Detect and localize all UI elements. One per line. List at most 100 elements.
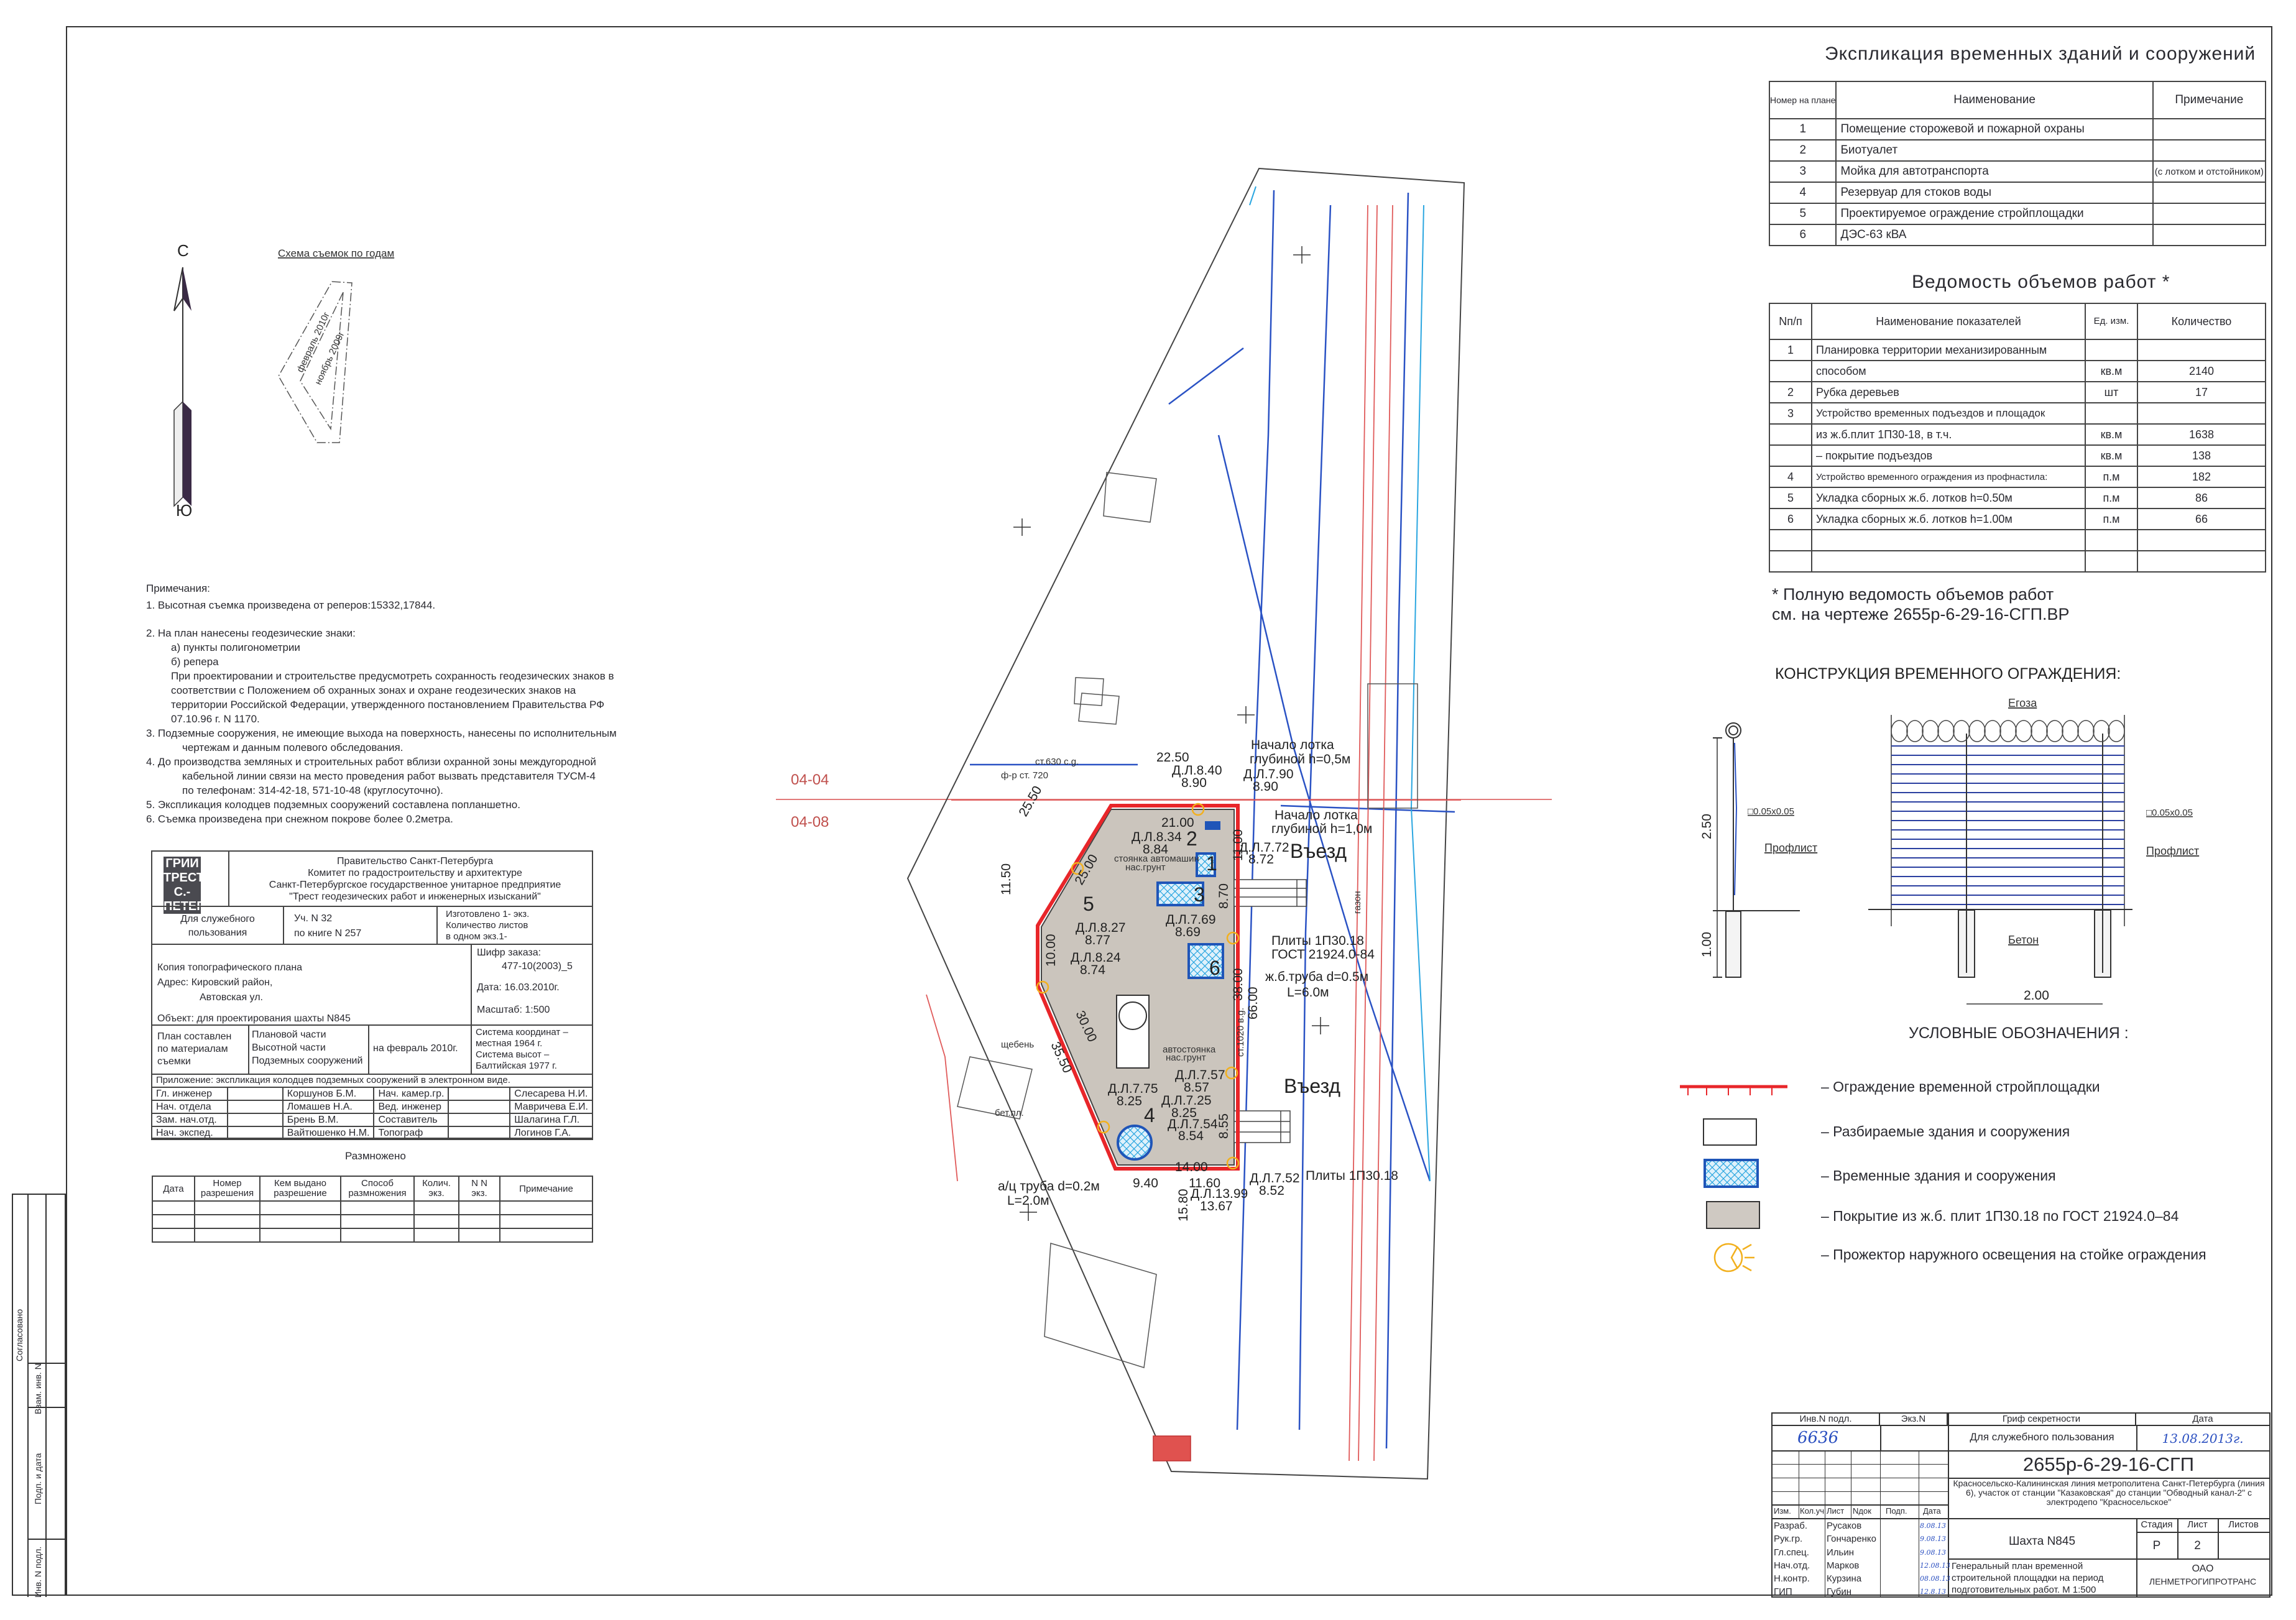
notes-lines-3: б) репера	[171, 656, 219, 668]
legend-item-temporary: – Временные здания и сооружения	[1821, 1167, 2056, 1184]
explication-rows-4-note	[2152, 203, 2267, 225]
notes-lines-13: 5. Экспликация колодцев подземных сооруж…	[146, 799, 520, 811]
road-label: бет.пл.	[995, 1108, 1024, 1118]
title_block-people-5-name: Губин	[1827, 1586, 1852, 1598]
construction-fence	[1036, 804, 1240, 1171]
building-2-toilet	[1205, 821, 1220, 830]
volumes-rows-3-name: Устройство временных подъездов и площадо…	[1811, 402, 2086, 425]
title_block-copy_label: Экз.N	[1880, 1414, 1948, 1426]
site_plan-marks-11-a: Д.Л.13.99	[1191, 1187, 1248, 1201]
title_block-people-5-date: 12.8.13	[1920, 1588, 1946, 1596]
dim-10-00: 10.00	[1044, 934, 1058, 967]
entry-label-1: Въезд	[1290, 840, 1347, 862]
title_block-secrecy_label: Гриф секретности	[1948, 1414, 2136, 1426]
topo_stamp-uch: Уч. N 32	[294, 913, 333, 924]
volumes-rows-3-n: 3	[1769, 402, 1812, 425]
egoza-label: Егоза	[2008, 697, 2037, 709]
topo_stamp-people-2-role2: Составитель	[373, 1113, 450, 1127]
dim-9-40: 9.40	[1133, 1176, 1158, 1190]
title_block-people-1-date: 9.08.13	[1920, 1535, 1946, 1544]
site_plan-marks-6-a: Д.Л.8.24	[1071, 950, 1121, 965]
volumes-rows-8-name: Укладка сборных ж.б. лотков h=1.00м	[1811, 508, 2086, 530]
volumes-rows-8-qty: 66	[2137, 508, 2266, 530]
topo_stamp-people-2-name2: Шалагина Г.Л.	[509, 1113, 593, 1127]
title_block-people-2-name: Ильин	[1827, 1547, 1855, 1558]
explication-rows-3-n: 4	[1768, 182, 1837, 204]
site_plan-nums-2: 3	[1194, 883, 1205, 906]
post-section-label-2: □0.05x0.05	[2146, 808, 2193, 818]
title_block-stage_label: Стадия	[2141, 1519, 2173, 1530]
title_block-sheets_label: Листов	[2228, 1519, 2259, 1530]
title_block-people-3-date: 12.08.13	[1920, 1561, 1950, 1570]
razor-wire-coils	[1891, 720, 2125, 742]
notes-lines-5: соответствии с Положением об охранных зо…	[171, 684, 576, 696]
dim-22-50: 22.50	[1156, 750, 1189, 765]
dim-11-60: 11.60	[1189, 1176, 1220, 1190]
reproduced-headers-3: Способ размножения	[340, 1176, 415, 1202]
temporary-buildings	[1117, 821, 1224, 1161]
volumes-rows-8-n: 6	[1769, 508, 1812, 530]
volumes-table: Nп/п Наименование показателей Ед. изм. К…	[1769, 303, 2266, 573]
parking-soil-label-2: нас.грунт	[1166, 1052, 1206, 1063]
dim-8-55: 8.55	[1217, 1113, 1231, 1139]
topo_stamp-scale: Масштаб: 1:500	[477, 1005, 550, 1015]
road-label: ст.1020 в.g.	[1235, 1008, 1246, 1057]
site_plan-marks-10-b: 8.54	[1178, 1129, 1204, 1143]
explication-rows-5-n: 6	[1768, 224, 1837, 246]
volumes-rows-0-n: 1	[1769, 339, 1812, 361]
legend-title: УСЛОВНЫЕ ОБОЗНАЧЕНИЯ :	[1909, 1024, 2129, 1042]
parking-label: стоянка автомашин	[1114, 854, 1199, 864]
explication-rows-5-name: ДЭС-63 кВА	[1835, 224, 2154, 246]
floodlight-icons	[1036, 803, 1240, 1170]
title_block-people-2-date: 9.08.13	[1920, 1548, 1946, 1557]
road-label: ст.630 с.g.	[1035, 757, 1079, 767]
site_plan-marks-12-b: 8.52	[1259, 1184, 1284, 1198]
volumes-rows-5-name: – покрытие подъездов	[1811, 444, 2086, 467]
dim-11-00: 11.00	[1231, 829, 1245, 861]
drawing-title: Генеральный план временной строительной …	[1952, 1561, 2104, 1595]
notes-lines-4: При проектировании и строительстве преду…	[171, 670, 614, 682]
compass-south: Ю	[176, 501, 192, 520]
topo_stamp-order_label: Шифр заказа:	[477, 947, 542, 958]
legend-item-slab-cover: – Покрытие из ж.б. плит 1П30.18 по ГОСТ …	[1821, 1208, 2179, 1224]
proflist-label-2: Профлист	[2146, 845, 2199, 857]
section-label-04-08: 04-08	[791, 814, 829, 831]
explication-title: Экспликация временных зданий и сооружени…	[1825, 44, 2256, 64]
approval-date: 13.08.2013г.	[2162, 1431, 2244, 1446]
topo_stamp-org_2: Комитет по градостроительству и архитект…	[308, 868, 522, 878]
volumes-rows-2-name: Рубка деревьев	[1811, 381, 2086, 403]
volumes-rows-3-unit	[2085, 402, 2138, 425]
dim-38-00: 38.00	[1231, 968, 1245, 1001]
notes-title: Примечания:	[146, 582, 210, 594]
topo_stamp-people-3-name: Вайтюшенко Н.М.	[282, 1126, 375, 1140]
site_plan-marks-0-b: 8.90	[1181, 776, 1207, 790]
reproduced-headers-2: Кем выдано разрешение	[259, 1176, 341, 1202]
gost-label: ГОСТ 21924.0-84	[1271, 947, 1375, 962]
site_plan-marks-5-b: 8.77	[1085, 933, 1110, 947]
topo_stamp-as_of: на февраль 2010г.	[373, 1043, 458, 1054]
explication-rows-4-n: 5	[1768, 203, 1837, 225]
title_block-stage: Р	[2152, 1539, 2161, 1552]
title_block-date_label: Дата	[2136, 1414, 2269, 1426]
explication-rows-0-name: Помещение сторожевой и пожарной охраны	[1835, 118, 2154, 140]
utility-lines-blue	[970, 190, 1455, 1449]
dim-11-50: 11.50	[999, 863, 1013, 895]
title_block-people-1-role: Рук.гр.	[1774, 1534, 1803, 1545]
road-label: ф-р ст. 720	[1001, 770, 1048, 781]
topo_stamp-sheets_2: в одном экз.1-	[446, 931, 507, 942]
topo_stamp-org_1: Правительство Санкт-Петербурга	[337, 856, 493, 867]
survey-scheme-title: Схема съемок по годам	[278, 247, 394, 259]
volumes-rows-5-qty: 138	[2137, 444, 2266, 467]
explication-rows-1-name: Биотуалет	[1835, 139, 2154, 162]
topo_stamp-date: Дата: 16.03.2010г.	[477, 982, 560, 993]
legend-item-floodlight: – Прожектор наружного освещения на стойк…	[1821, 1246, 2206, 1263]
topo_stamp-made: Изготовлено 1- экз.	[446, 909, 530, 919]
